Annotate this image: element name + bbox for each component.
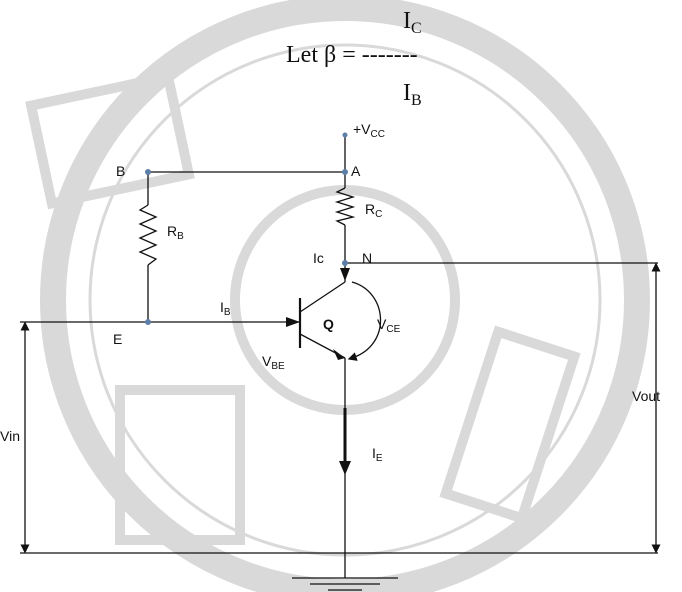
transistor-q bbox=[298, 281, 346, 360]
ground-symbol bbox=[292, 577, 398, 591]
vce-label: VCE bbox=[377, 316, 401, 335]
watermark-seal bbox=[25, 0, 650, 592]
q-label: Q bbox=[323, 316, 334, 332]
ie-arrow bbox=[339, 461, 351, 475]
ib-label: IB bbox=[220, 299, 231, 318]
vcc-terminal bbox=[342, 132, 348, 138]
ib-arrow bbox=[286, 317, 300, 327]
rc-label: RC bbox=[365, 201, 382, 220]
formula-numerator: IC bbox=[403, 8, 422, 37]
ic-label: Ic bbox=[313, 250, 324, 266]
node-a-dot bbox=[342, 169, 348, 175]
vbe-label: VBE bbox=[262, 353, 285, 372]
node-a-label: A bbox=[351, 163, 361, 179]
resistor-rc bbox=[334, 187, 356, 226]
vcc-label: +VCC bbox=[353, 121, 385, 140]
vin-label: Vin bbox=[0, 428, 20, 444]
ie-label: IE bbox=[372, 445, 383, 464]
formula-denominator: IB bbox=[403, 80, 422, 109]
vce-arrow bbox=[347, 281, 382, 361]
node-e-label: E bbox=[113, 331, 122, 347]
formula-left: Let β = ------- bbox=[286, 42, 418, 68]
resistor-rb bbox=[138, 204, 158, 266]
node-e-dot bbox=[145, 319, 151, 325]
node-n-label: N bbox=[362, 250, 372, 266]
ic-arrow bbox=[340, 268, 350, 281]
beta-formula: IC Let β = ------- IB bbox=[286, 8, 422, 109]
node-b-label: B bbox=[116, 163, 125, 179]
node-n-dot bbox=[342, 260, 348, 266]
node-b-dot bbox=[145, 169, 151, 175]
rb-label: RB bbox=[167, 223, 184, 242]
vout-label: Vout bbox=[632, 388, 660, 404]
